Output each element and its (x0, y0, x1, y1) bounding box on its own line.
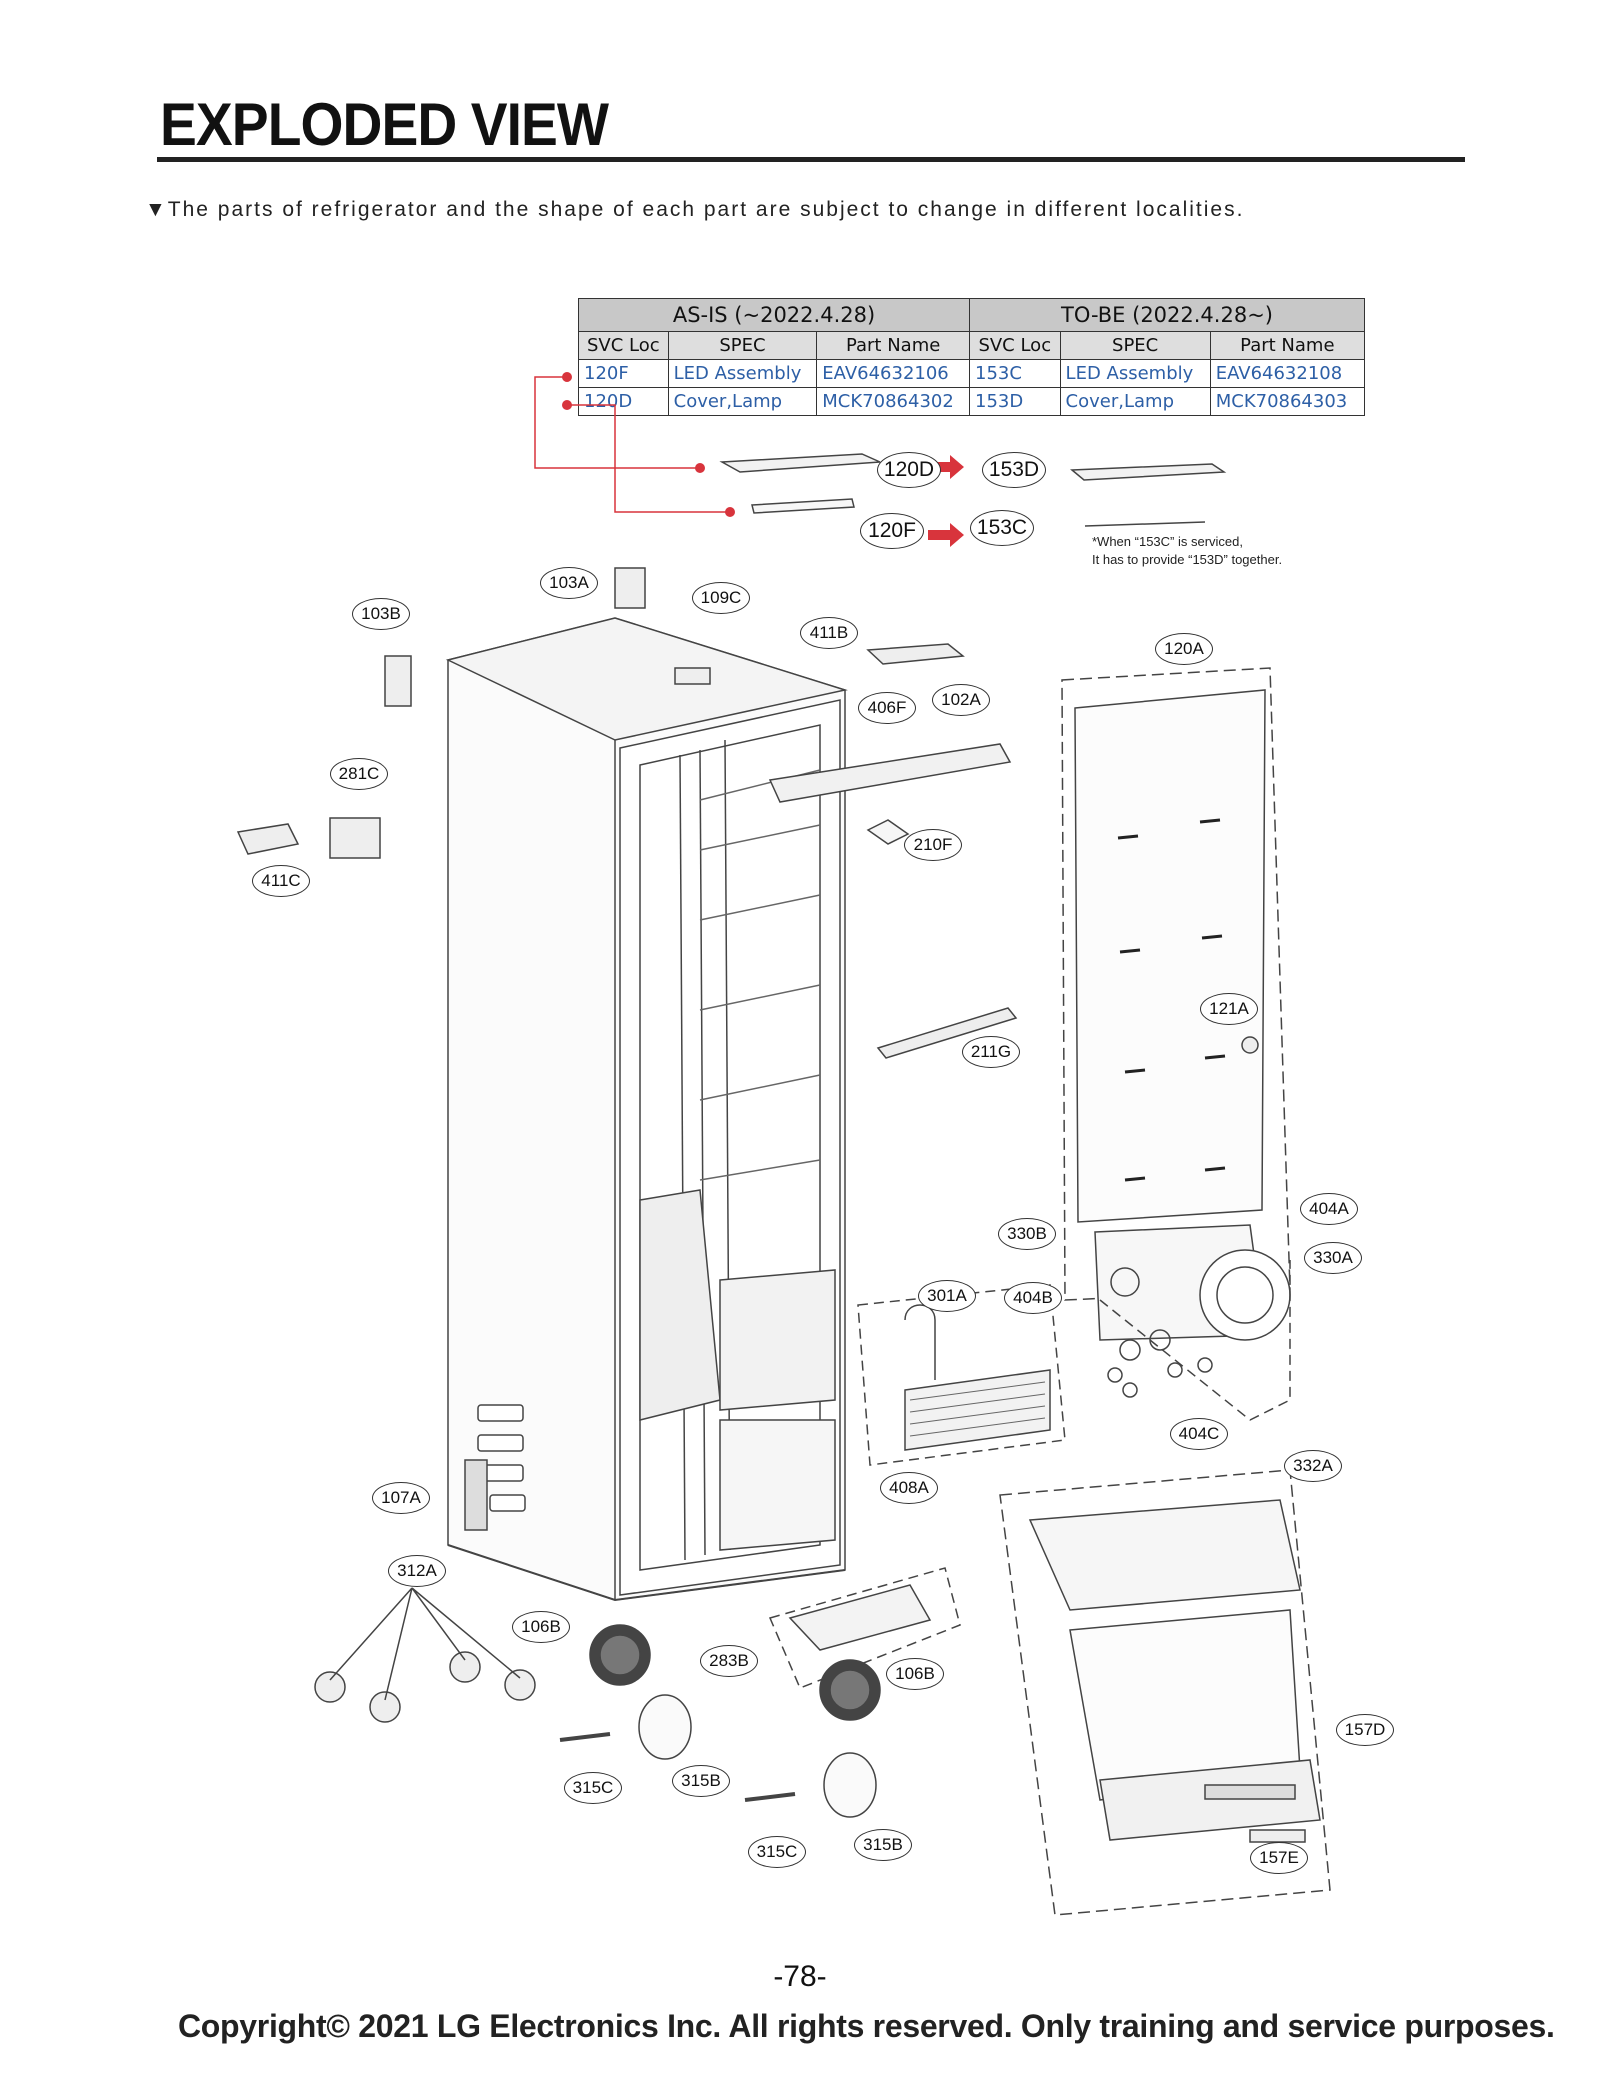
callout-157E: 157E (1250, 1842, 1308, 1874)
red-dots (562, 372, 964, 547)
table-cell: 153D (969, 387, 1061, 416)
column-header: SVC Loc (578, 331, 669, 360)
group-to-be: TO-BE (2022.4.28~) (969, 298, 1365, 332)
part-103B (384, 655, 412, 707)
table-cell: Cover,Lamp (667, 387, 818, 416)
table-cell: MCK70864302 (816, 387, 970, 416)
column-header: SPEC (667, 331, 818, 360)
callout-315C: 315C (748, 1836, 806, 1868)
callout-404B: 404B (1004, 1282, 1062, 1314)
cabinet (445, 617, 848, 1602)
table-cell: 120D (578, 387, 669, 416)
callout-330B: 330B (998, 1218, 1056, 1250)
callout-120A: 120A (1155, 633, 1213, 665)
column-header: Part Name (816, 331, 970, 360)
table-cell: MCK70864303 (1209, 387, 1366, 416)
callout-153C: 153C (970, 510, 1034, 546)
callout-281C: 281C (330, 758, 388, 790)
callout-210F: 210F (904, 829, 962, 861)
callout-404A: 404A (1300, 1193, 1358, 1225)
callout-211G: 211G (962, 1036, 1020, 1068)
callout-106B: 106B (886, 1658, 944, 1690)
part-210F (866, 819, 910, 845)
arrow-120F-153C (928, 523, 964, 547)
part-211G (876, 1007, 1018, 1059)
service-note-line: *When “153C” is serviced, (1092, 534, 1243, 549)
table-row: 120D Cover,Lamp MCK70864302 153D Cover,L… (578, 387, 1366, 416)
callout-107A: 107A (372, 1482, 430, 1514)
cover-332A (999, 1469, 1331, 1916)
page-number: -78- (773, 1960, 827, 1993)
callout-411B: 411B (800, 617, 858, 649)
callout-315B: 315B (672, 1765, 730, 1797)
callout-103B: 103B (352, 598, 410, 630)
back-panel-120A (1061, 667, 1291, 1301)
evaporator-301A (857, 1284, 1066, 1466)
part-157E (1249, 1829, 1306, 1843)
feet-and-wheels (314, 1587, 881, 1818)
callout-408A: 408A (880, 1472, 938, 1504)
cabinet-vents (464, 1404, 526, 1531)
callout-312A: 312A (388, 1555, 446, 1587)
callout-315B: 315B (854, 1829, 912, 1861)
locality-note: ▼The parts of refrigerator and the shape… (145, 198, 1245, 221)
led-assembly-153C (1084, 521, 1206, 527)
callout-406F: 406F (858, 692, 916, 724)
title-rule (157, 157, 1465, 162)
callout-411C: 411C (252, 865, 310, 897)
part-411B (866, 643, 965, 665)
service-note: *When “153C” is serviced, It has to prov… (1092, 533, 1282, 569)
part-103A (614, 567, 646, 609)
callout-404C: 404C (1170, 1418, 1228, 1450)
column-header: SVC Loc (969, 331, 1061, 360)
red-leader-lines (534, 376, 730, 513)
table-cell: LED Assembly (667, 359, 818, 388)
part-411C (236, 823, 300, 855)
part-281C (329, 817, 381, 859)
callout-109C: 109C (692, 582, 750, 614)
table-cell: Cover,Lamp (1059, 387, 1211, 416)
table-cell: EAV64632108 (1209, 359, 1366, 388)
service-note-line: It has to provide “153D” together. (1092, 552, 1283, 567)
part-change-table: AS-IS (~2022.4.28) TO-BE (2022.4.28~) SV… (578, 298, 1366, 416)
copyright-notice: Copyright© 2021 LG Electronics Inc. All … (178, 2008, 1555, 2044)
callout-301A: 301A (918, 1280, 976, 1312)
callout-121A: 121A (1200, 993, 1258, 1025)
callout-315C: 315C (564, 1772, 622, 1804)
part-102A (768, 743, 1012, 803)
table-group-row: AS-IS (~2022.4.28) TO-BE (2022.4.28~) (578, 298, 1365, 332)
arrow-120D-153D (928, 455, 964, 479)
callout-120D: 120D (877, 452, 941, 488)
lamp-cover-153D (1070, 463, 1227, 481)
page-title: EXPLODED VIEW (160, 91, 609, 158)
bracket-283B (768, 1567, 961, 1689)
callout-102A: 102A (932, 684, 990, 716)
callout-157D: 157D (1336, 1714, 1394, 1746)
callout-283B: 283B (700, 1645, 758, 1677)
callout-332A: 332A (1284, 1450, 1342, 1482)
part-121A (1241, 1036, 1259, 1054)
callout-103A: 103A (540, 567, 598, 599)
group-as-is: AS-IS (~2022.4.28) (578, 298, 970, 332)
lamp-cover-120D (719, 453, 881, 473)
part-157D (1204, 1784, 1296, 1800)
column-header: SPEC (1059, 331, 1211, 360)
part-109C (674, 667, 711, 685)
callout-120F: 120F (860, 513, 924, 549)
led-assembly-120F (751, 498, 855, 514)
callout-153D: 153D (982, 452, 1046, 488)
table-cell: 120F (578, 359, 669, 388)
table-cell: EAV64632106 (816, 359, 970, 388)
callout-330A: 330A (1304, 1242, 1362, 1274)
fan-assembly (1094, 1224, 1291, 1421)
table-row: 120F LED Assembly EAV64632106 153C LED A… (578, 359, 1366, 388)
table-cell: 153C (969, 359, 1061, 388)
callout-106B: 106B (512, 1611, 570, 1643)
